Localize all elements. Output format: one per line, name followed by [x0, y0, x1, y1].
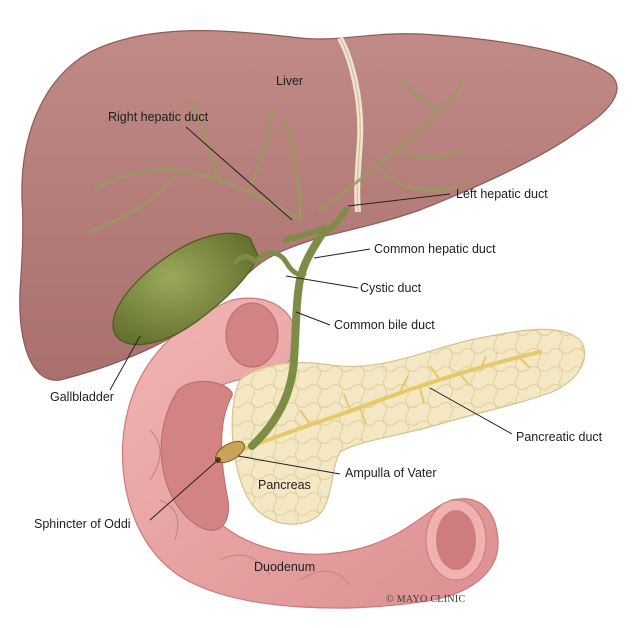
duodenum: [121, 297, 499, 609]
label-gallbladder: Gallbladder: [50, 390, 114, 404]
label-liver: Liver: [276, 74, 304, 88]
label-common-bile-duct: Common bile duct: [334, 318, 435, 332]
label-pancreas: Pancreas: [258, 478, 311, 492]
label-sphincter-of-oddi: Sphincter of Oddi: [34, 517, 131, 531]
label-left-hepatic-duct: Left hepatic duct: [456, 187, 548, 201]
copyright-mark: © MAYO CLINIC: [386, 594, 466, 605]
bile-ducts: [233, 207, 349, 450]
label-cystic-duct: Cystic duct: [360, 281, 422, 295]
leader-lines: [109, 126, 513, 521]
label-duodenum: Duodenum: [254, 560, 316, 574]
liver: [19, 30, 618, 381]
pancreas: [231, 328, 586, 525]
gallbladder: [112, 232, 259, 346]
label-ampulla-of-vater: Ampulla of Vater: [345, 466, 437, 480]
label-common-hepatic-duct: Common hepatic duct: [374, 242, 496, 256]
label-right-hepatic-duct: Right hepatic duct: [108, 110, 209, 124]
label-pancreatic-duct: Pancreatic duct: [516, 430, 603, 444]
